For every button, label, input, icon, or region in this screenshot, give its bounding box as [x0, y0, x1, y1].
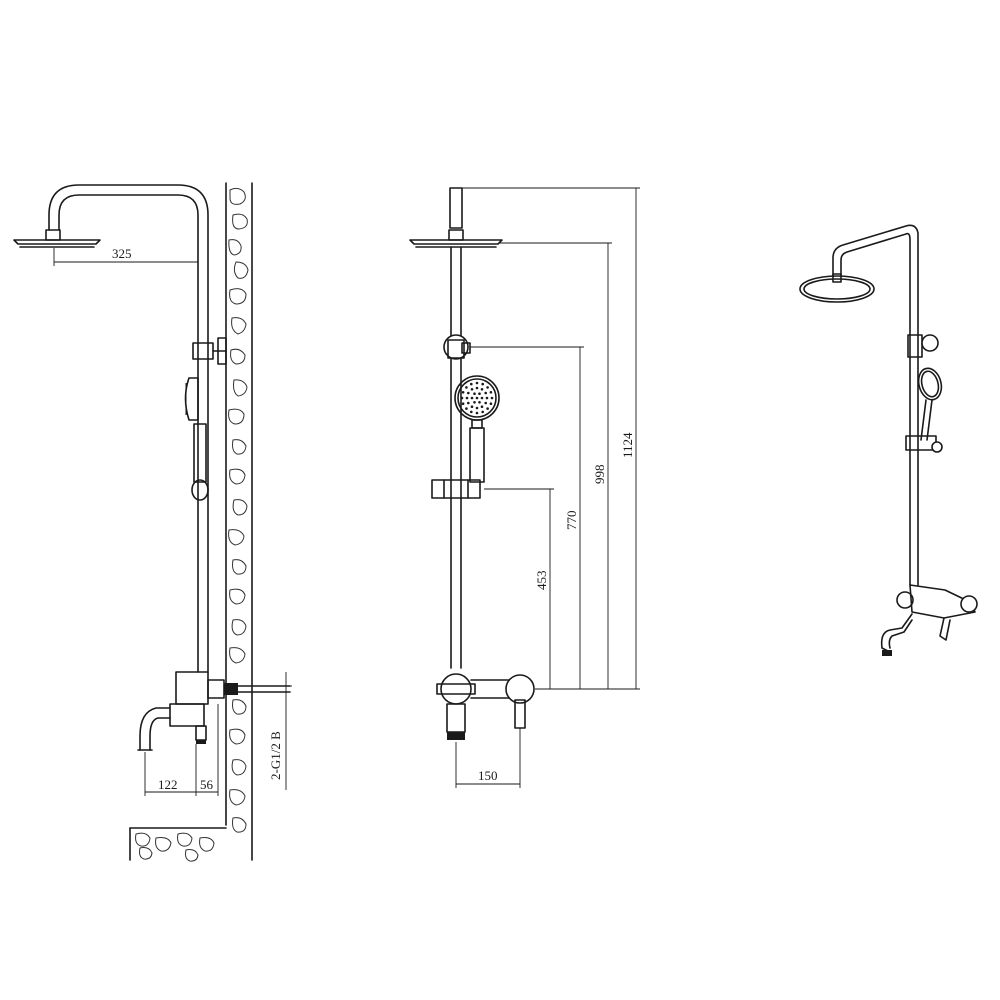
nozzle-dot — [490, 396, 494, 400]
nozzle-dot — [470, 405, 474, 409]
nozzle-dot — [465, 396, 469, 400]
nozzle-dot — [460, 396, 464, 400]
mixer-valve-perspective — [880, 584, 978, 656]
hand-shower-perspective — [917, 367, 943, 441]
nozzle-dot — [470, 396, 474, 400]
front-view: 453 770 998 1124 150 — [409, 187, 640, 788]
slider-bracket-front — [431, 479, 481, 499]
nozzle-dot — [467, 401, 470, 405]
nozzle-dot — [475, 386, 479, 390]
dim-inlet-thread-label: 2-G1/2 B — [268, 731, 283, 780]
nozzle-dot — [475, 381, 479, 385]
dim-inlet-centres-label: 150 — [478, 768, 498, 783]
nozzle-dot — [470, 388, 474, 391]
nozzle-dot — [489, 402, 493, 406]
nozzle-dot — [480, 405, 484, 409]
dim-head-height-label: 998 — [592, 465, 607, 485]
nozzle-dot — [484, 391, 488, 395]
mixer-valve-front — [436, 673, 535, 740]
nozzle-dot — [489, 391, 493, 394]
wall-bracket-perspective — [907, 334, 939, 358]
slider-perspective — [905, 435, 943, 453]
nozzle-dot — [473, 392, 476, 396]
hand-shower-front — [454, 375, 500, 483]
nozzle-dot — [475, 406, 479, 410]
shower-arm-perspective — [832, 224, 919, 586]
nozzle-dot — [481, 410, 485, 414]
dim-bracket-height-label: 770 — [564, 511, 579, 531]
nozzle-dot — [480, 396, 484, 400]
nozzle-dot — [478, 392, 481, 396]
nozzle-dot — [480, 388, 484, 391]
dim-arm-reach: 325 — [53, 246, 198, 266]
dim-inlet-offset-label: 56 — [200, 777, 214, 792]
dim-spout: 122 56 — [144, 704, 219, 796]
nozzle-dot — [486, 407, 489, 410]
hand-shower-side — [184, 377, 209, 501]
riser-pipe-front — [450, 246, 462, 669]
rain-shower-head-perspective — [799, 273, 875, 303]
wall-bracket-front — [443, 334, 471, 360]
nozzle-dot — [465, 407, 468, 410]
nozzle-dot — [486, 386, 489, 389]
mixer-valve-side — [137, 671, 291, 751]
dim-overall-height-label: 1124 — [620, 432, 635, 458]
nozzle-dot — [473, 401, 476, 404]
nozzle-dot — [461, 391, 465, 394]
dim-slider-height-label: 453 — [534, 571, 549, 591]
side-view: 325 122 56 2-G1/2 B — [13, 182, 292, 862]
dim-inlet-thread: 2-G1/2 B — [268, 672, 292, 790]
rain-shower-head-front — [409, 229, 503, 248]
nozzle-dot — [475, 396, 479, 400]
nozzle-dot — [485, 396, 489, 400]
nozzle-dot — [475, 411, 479, 415]
nozzle-dot — [461, 402, 465, 406]
nozzle-dot — [481, 382, 485, 386]
rain-shower-head — [13, 229, 101, 248]
wall-section — [225, 182, 253, 861]
shower-arm — [48, 184, 209, 673]
floor-section — [129, 827, 227, 862]
nozzle-dot — [465, 386, 468, 389]
nozzle-dot — [484, 401, 488, 405]
nozzle-dot — [470, 410, 473, 414]
front-dimension-lines — [455, 187, 640, 788]
nozzle-dot — [478, 401, 481, 404]
nozzle-dot — [470, 382, 473, 386]
dim-spout-projection-label: 122 — [158, 777, 178, 792]
nozzle-dot — [467, 391, 470, 395]
perspective-view — [799, 224, 978, 656]
wall-bracket — [192, 337, 227, 365]
dim-arm-reach-label: 325 — [112, 246, 132, 261]
